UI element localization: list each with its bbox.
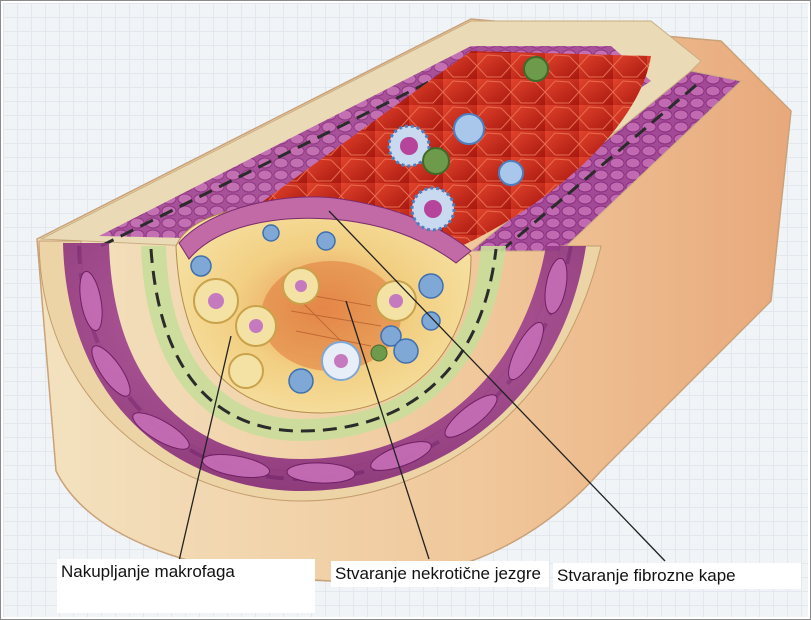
label-fibrous-cap-formation: Stvaranje fibrozne kape [553, 563, 801, 589]
label-macrophage-accumulation: Nakupljanje makrofaga [57, 559, 315, 613]
label-necrotic-core-formation: Stvaranje nekrotične jezgre [331, 561, 549, 587]
